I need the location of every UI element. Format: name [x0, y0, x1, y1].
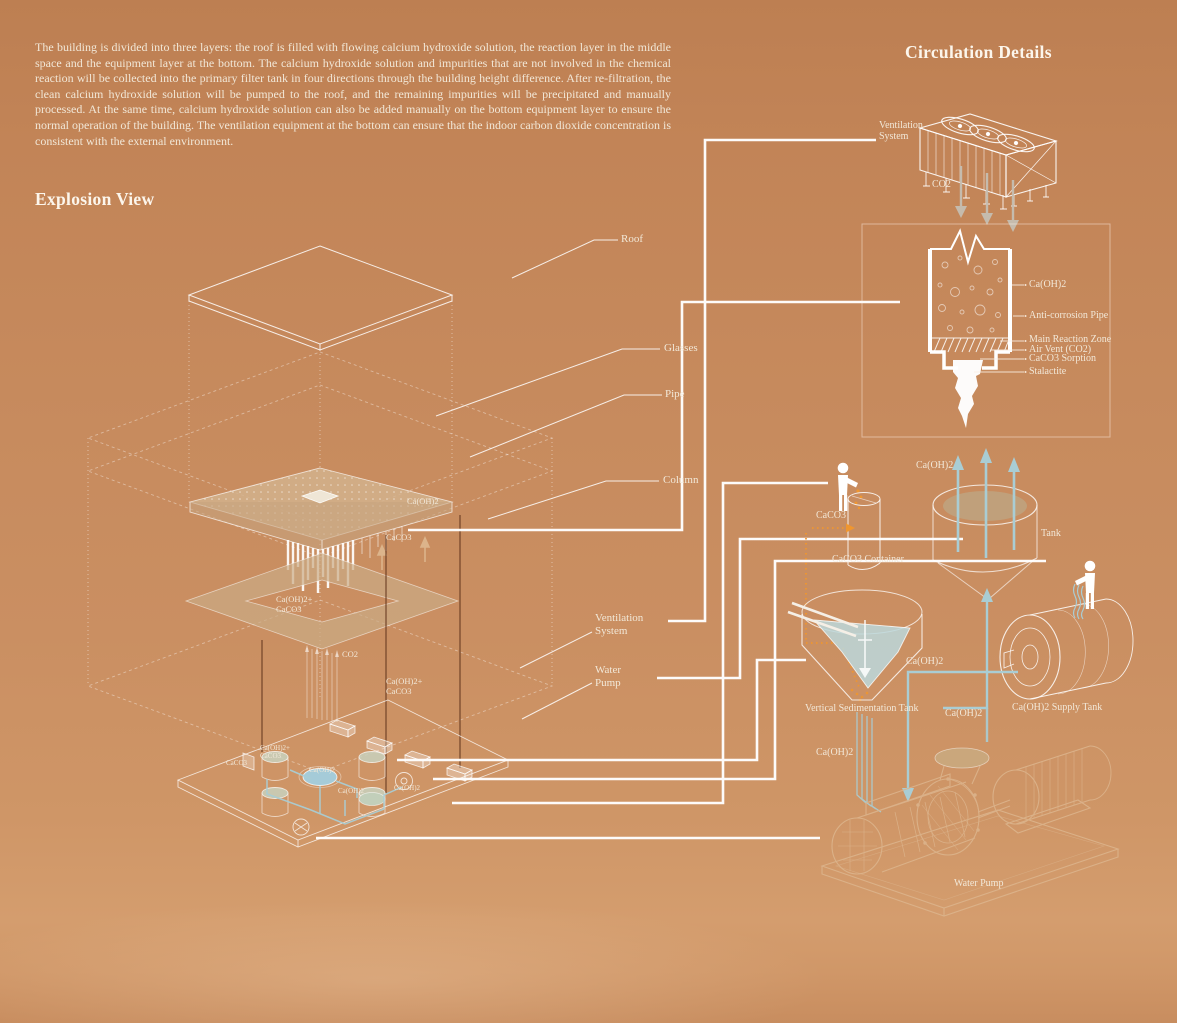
- sediment-dots: [850, 688, 869, 702]
- stalactite-shape: [953, 360, 983, 428]
- caco3-container: [847, 492, 881, 570]
- pump-flange: [934, 747, 990, 769]
- filter-tank: [358, 751, 386, 781]
- dark-pipes: [261, 515, 461, 793]
- pump-inlet-caoh2: Ca(OH)2: [816, 747, 854, 758]
- equipment-pipes-cyan: [266, 769, 403, 825]
- explosion-title: Explosion View: [35, 189, 155, 209]
- reaction-slab: [188, 467, 454, 551]
- leader-dots: [1024, 284, 1027, 373]
- reaction-vessel: [928, 228, 1012, 370]
- fan-unit: [395, 772, 413, 790]
- stalactite-label: Stalactite: [1029, 366, 1067, 377]
- caco3-dotted-route: [805, 527, 860, 688]
- pour-squiggles: [1072, 583, 1086, 620]
- flow-arrows-tan: [376, 536, 431, 570]
- tank-up-arrows: [952, 448, 1020, 558]
- projection-lines: [87, 301, 553, 698]
- anti-corrosion-pipe: Anti-corrosion Pipe: [1029, 310, 1109, 321]
- slab-caoh2: Ca(OH)2: [407, 496, 439, 506]
- water-pump-label: Water Pump: [954, 878, 1004, 889]
- caco3-sorption: CaCO3 Sorption: [1029, 353, 1096, 364]
- label-glasses: Glasses: [664, 342, 698, 354]
- equip-caco3: CaCO3: [226, 759, 247, 767]
- collection-ring: [184, 552, 460, 650]
- caco3-container-label: CaCO3 Container: [832, 554, 904, 565]
- water-pump-assembly: [820, 745, 1120, 917]
- pipe-caoh2-upper: Ca(OH)2: [906, 656, 944, 667]
- detail-leaders: [974, 284, 1024, 373]
- tank-caoh2: Ca(OH)2: [916, 460, 954, 471]
- reaction-detail-box: [861, 223, 1111, 438]
- supply-tank: [999, 598, 1134, 700]
- circ-co2: CO2: [932, 179, 951, 190]
- dosing-box: [242, 752, 255, 771]
- co2-arrows: [955, 166, 1019, 232]
- slab-caco3: CaCO3: [386, 532, 412, 542]
- supply-tank-label: Ca(OH)2 Supply Tank: [1012, 702, 1103, 713]
- leader-lines: [435, 239, 662, 720]
- explosion-wireframe: [86, 245, 554, 848]
- label-column: Column: [663, 474, 699, 486]
- circ-ventilation-system: Ventilation System: [879, 120, 923, 142]
- columns: [306, 648, 338, 722]
- pump-unit-small: [292, 818, 310, 836]
- ring-mix: Ca(OH)2+ CaCO3: [276, 594, 313, 615]
- label-pipe: Pipe: [665, 388, 685, 400]
- bubbles: [937, 255, 1003, 334]
- filter-tank: [261, 787, 289, 817]
- column-arrowheads: [305, 645, 339, 657]
- pool-caoh2: Ca(OH)2: [309, 766, 336, 774]
- equip-mix: Ca(OH)2+ CaCO3: [260, 744, 290, 761]
- fan-caoh2: Ca(OH)2: [394, 784, 421, 792]
- vessel-caoh2: Ca(OH)2: [1029, 279, 1067, 290]
- worker-right: [1075, 560, 1096, 609]
- mid-co2: CO2: [342, 649, 359, 659]
- pool2-caoh2: Ca(OH)2: [338, 787, 365, 795]
- caco3-arrowhead: [846, 523, 855, 533]
- sedimentation-tank: [787, 589, 923, 701]
- roof-slab: [187, 245, 454, 351]
- main-reaction-zone: Main Reaction Zone: [1029, 334, 1112, 345]
- funnel-up-arrow: [943, 588, 993, 742]
- sediment-outlet-pipes: [856, 712, 882, 813]
- caco3-drops: [854, 489, 863, 510]
- label-roof: Roof: [621, 233, 643, 245]
- equipment-plate: [176, 699, 510, 848]
- pipe-caoh2-lower: Ca(OH)2: [945, 708, 983, 719]
- mid-mix: Ca(OH)2+ CaCO3: [386, 676, 423, 697]
- air-vent: Air Vent (CO2): [1029, 344, 1092, 355]
- tank-label: Tank: [1041, 528, 1061, 539]
- caco3-label: CaCO3: [816, 510, 846, 521]
- sedimentation-tank-label: Vertical Sedimentation Tank: [805, 703, 919, 714]
- label-ventilation-system: Ventilation System: [595, 612, 644, 637]
- supply-pipe: [902, 670, 1018, 802]
- circulation-title: Circulation Details: [905, 42, 1052, 62]
- connector-lines: [316, 138, 1046, 840]
- label-water-pump: Water Pump: [595, 664, 621, 689]
- ahu-box: [329, 719, 356, 738]
- intro-paragraph: The building is divided into three layer…: [35, 40, 671, 148]
